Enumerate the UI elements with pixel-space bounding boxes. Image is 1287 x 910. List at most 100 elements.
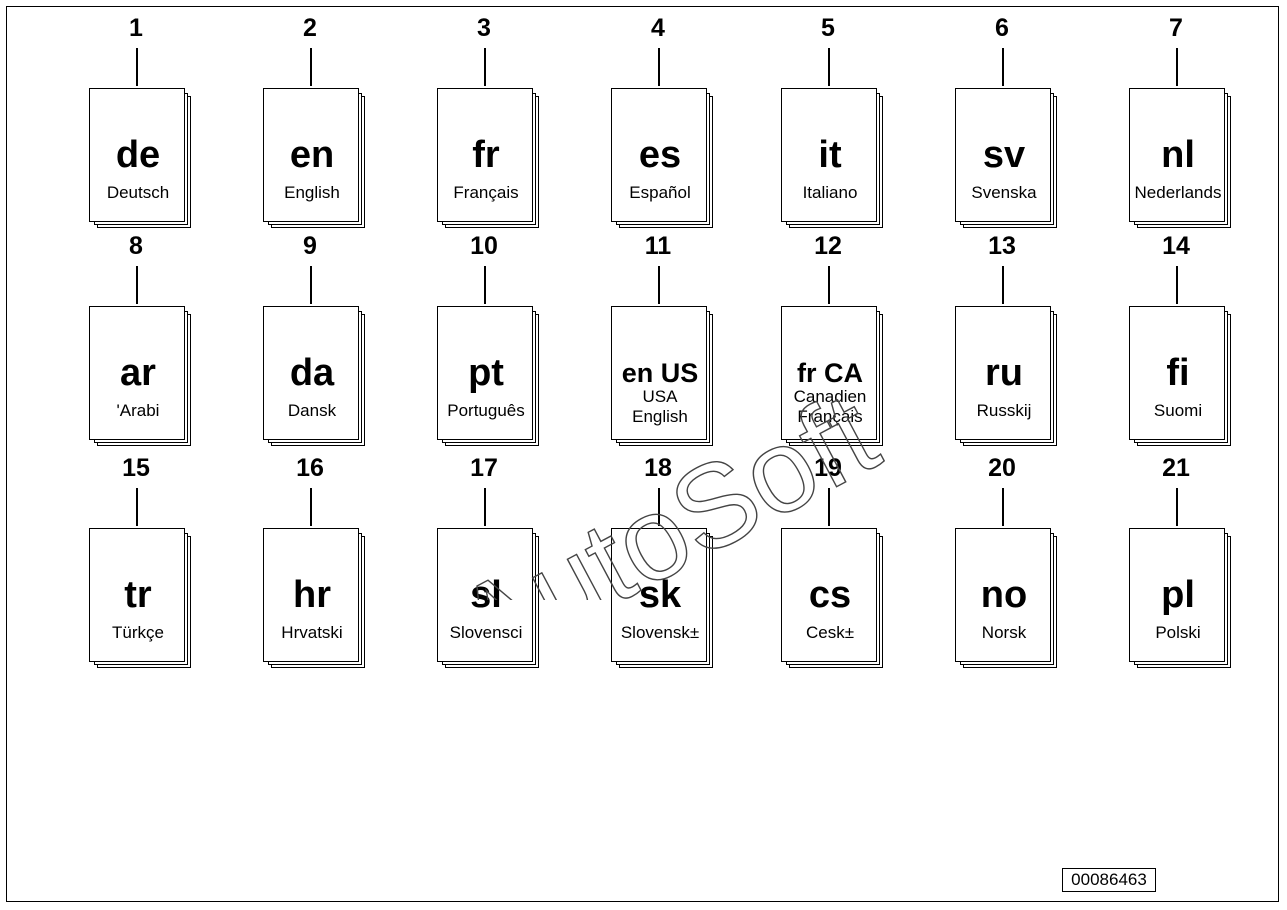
leader-line <box>828 266 830 304</box>
language-code: fi <box>1166 352 1190 394</box>
language-code: en US <box>621 358 699 388</box>
language-name-line: Canadien <box>793 387 867 406</box>
item-number: 12 <box>814 232 842 260</box>
language-name: Español <box>606 183 714 203</box>
language-name-line: Russkij <box>976 401 1032 420</box>
leader-line <box>1002 488 1004 526</box>
leader-line <box>658 48 660 86</box>
leader-line <box>1176 266 1178 304</box>
language-name-line: Türkçe <box>112 623 164 642</box>
language-code: cs <box>808 574 852 616</box>
language-name-line: Español <box>629 183 691 202</box>
language-code: it <box>818 134 842 176</box>
language-code: no <box>980 574 1028 616</box>
leader-line <box>310 488 312 526</box>
item-number: 18 <box>644 454 672 482</box>
language-code: ar <box>120 352 156 394</box>
book-item-8: 8 ar'Arabi <box>81 218 191 458</box>
book-cover: ar'Arabi <box>89 306 185 440</box>
leader-line <box>658 266 660 304</box>
language-name-line: Suomi <box>1153 401 1203 420</box>
item-number: 15 <box>122 454 150 482</box>
leader-line <box>310 48 312 86</box>
language-name: Slovensk± <box>606 623 714 643</box>
language-name-line: Slovensk± <box>620 623 700 642</box>
leader-line <box>1176 48 1178 86</box>
language-code: ru <box>985 352 1023 394</box>
language-name-line: Cesk± <box>805 623 855 642</box>
language-name-line: Norsk <box>981 623 1027 642</box>
language-name: Suomi <box>1124 401 1232 421</box>
language-name: Nederlands <box>1124 183 1232 203</box>
item-number: 8 <box>129 232 143 260</box>
language-name: Português <box>432 401 540 421</box>
language-code: sv <box>982 134 1026 176</box>
item-number: 21 <box>1162 454 1190 482</box>
item-number: 14 <box>1162 232 1190 260</box>
language-code: tr <box>124 574 152 616</box>
language-name-line: Nederlands <box>1134 183 1222 202</box>
language-name: Polski <box>1124 623 1232 643</box>
item-number: 6 <box>995 14 1009 42</box>
language-name: English <box>258 183 366 203</box>
language-name: Français <box>432 183 540 203</box>
language-code: fr <box>472 134 500 176</box>
language-code: es <box>638 134 682 176</box>
language-code: sk <box>638 574 682 616</box>
language-code: nl <box>1161 134 1195 176</box>
leader-line <box>136 266 138 304</box>
leader-line <box>136 488 138 526</box>
item-number: 17 <box>470 454 498 482</box>
language-name-line: Deutsch <box>106 183 170 202</box>
language-name-line: Português <box>447 401 525 420</box>
language-name-line: USA <box>642 387 678 406</box>
leader-line <box>828 48 830 86</box>
language-name-line: Français <box>797 407 863 426</box>
language-name-line: Dansk <box>287 401 337 420</box>
language-name: Türkçe <box>84 623 192 643</box>
language-name: Dansk <box>258 401 366 421</box>
language-name-line: Hrvatski <box>281 623 343 642</box>
leader-line <box>136 48 138 86</box>
